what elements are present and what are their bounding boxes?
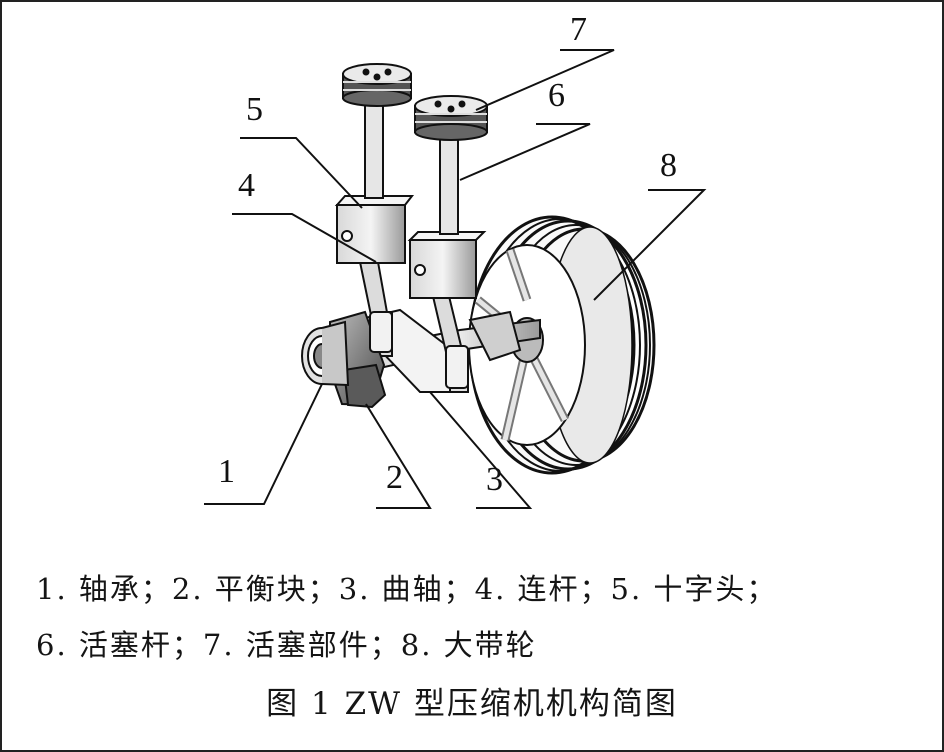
pulley	[468, 215, 656, 475]
piston-assemblies	[342, 63, 488, 141]
part-number-6: 6	[548, 77, 565, 114]
part-number-3: 3	[486, 461, 503, 498]
part-number-7: 7	[570, 11, 587, 48]
part-number-5: 5	[246, 91, 263, 128]
connecting-rods	[358, 261, 469, 389]
part-number-4: 4	[238, 167, 255, 204]
part-number-2: 2	[386, 459, 403, 496]
part-number-1: 1	[218, 453, 235, 490]
part-number-8: 8	[660, 147, 677, 184]
compressor-mechanism-diagram: 1 2 3 4 5 6 7 8	[204, 11, 707, 509]
figure-caption: 图 1 ZW 型压缩机机构简图	[266, 686, 678, 722]
legend-line-1: 1. 轴承；2. 平衡块；3. 曲轴；4. 连杆；5. 十字头；	[36, 572, 778, 606]
piston-rods	[364, 97, 459, 235]
bearing	[301, 320, 350, 387]
leader-lines	[204, 49, 707, 509]
crossheads	[334, 195, 487, 299]
legend-line-2: 6. 活塞杆；7. 活塞部件；8. 大带轮	[36, 628, 537, 662]
